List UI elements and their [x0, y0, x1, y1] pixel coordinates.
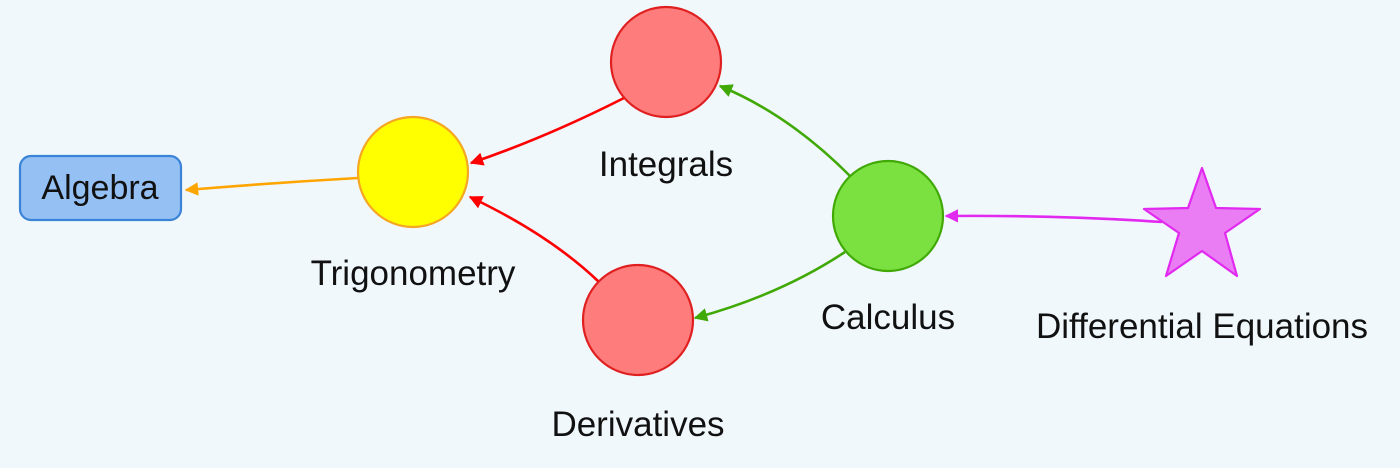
integrals-label: Integrals [599, 145, 733, 184]
node-derivatives[interactable]: Derivatives [551, 263, 725, 444]
edge-trigonometry-to-algebra[interactable] [184, 176, 359, 196]
calculus-circle[interactable] [831, 159, 945, 273]
trigonometry-circle[interactable] [356, 115, 470, 229]
calculus-label: Calculus [821, 298, 955, 337]
edge-derivatives-to-trigonometry[interactable] [468, 195, 600, 283]
integrals-circle[interactable] [609, 5, 723, 119]
edge-differential-equations-to-calculus[interactable] [944, 209, 1163, 224]
edge-integrals-to-trigonometry[interactable] [469, 96, 625, 166]
node-integrals[interactable]: Integrals [599, 5, 733, 184]
algebra-label: Algebra [41, 169, 158, 207]
algebra-box[interactable] [18, 154, 183, 222]
trigonometry-label: Trigonometry [311, 254, 516, 293]
differential-equations-label: Differential Equations [1036, 307, 1368, 346]
edges [184, 84, 1163, 322]
derivatives-circle[interactable] [581, 263, 695, 377]
node-differential-equations[interactable]: Differential Equations [1036, 166, 1368, 346]
node-algebra[interactable]: Algebra [18, 154, 183, 222]
edge-calculus-to-integrals[interactable] [718, 84, 853, 179]
star-icon[interactable] [1142, 166, 1262, 278]
node-calculus[interactable]: Calculus [821, 159, 955, 337]
derivatives-label: Derivatives [551, 405, 724, 444]
edge-calculus-to-derivatives[interactable] [693, 250, 846, 322]
node-trigonometry[interactable]: Trigonometry [311, 115, 516, 293]
